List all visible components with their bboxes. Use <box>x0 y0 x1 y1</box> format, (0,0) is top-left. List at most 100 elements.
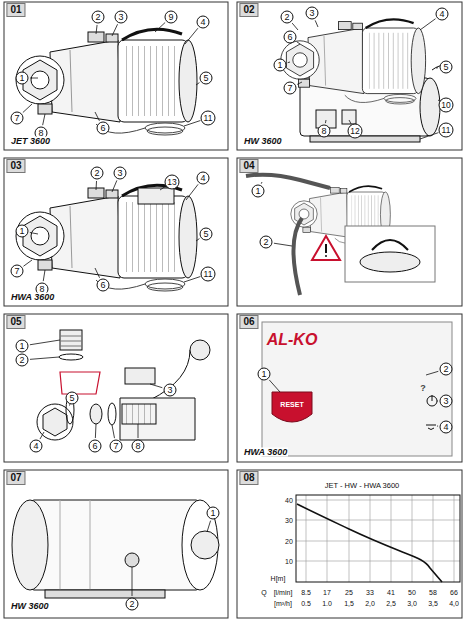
callout-number: 1 <box>207 507 220 520</box>
leader-line <box>112 24 118 36</box>
axis-tick: [l/min] <box>273 589 294 596</box>
axis-tick: 10 <box>284 558 294 565</box>
callout-number: 7 <box>284 82 297 95</box>
leader-line <box>160 186 165 190</box>
model-name: HW 3600 <box>243 137 283 146</box>
callout-number: 2 <box>281 11 294 24</box>
callout-number: 1 <box>16 340 29 353</box>
leader-line <box>292 23 298 30</box>
callout-number: 4 <box>30 440 43 453</box>
leader-line <box>269 380 280 392</box>
callout-number: 11 <box>439 123 454 138</box>
leader-line <box>297 82 302 84</box>
leader-line <box>288 62 290 64</box>
callout-number: 13 <box>165 175 180 190</box>
leader-line <box>30 78 38 79</box>
leader-line <box>315 20 318 27</box>
callout-number: 2 <box>440 363 453 376</box>
leader-line <box>196 83 199 85</box>
leader-line <box>112 425 115 438</box>
leader-line <box>184 277 200 282</box>
callout-number: 11 <box>201 111 216 126</box>
panel-number: 04 <box>239 159 258 173</box>
leader-line <box>138 424 139 438</box>
callout-number: 5 <box>200 72 213 85</box>
chart-title: JET - HW - HWA 3600 <box>324 482 401 490</box>
leader-line <box>155 22 165 32</box>
axis-tick: 33 <box>365 589 375 596</box>
callout-number: 2 <box>91 167 104 180</box>
callout-number: 7 <box>11 265 24 278</box>
brand-logo: AL-KO <box>267 332 318 348</box>
leader-line <box>436 67 438 68</box>
callout-number: 2 <box>126 598 139 611</box>
leader-line <box>184 121 200 126</box>
callout-number: 6 <box>97 122 110 135</box>
axis-tick: 40 <box>284 497 294 504</box>
axis-tick: 2,0 <box>364 600 376 607</box>
axis-tick: Q <box>260 589 267 596</box>
callout-number: 2 <box>92 11 105 24</box>
model-name: HW 3600 <box>10 602 50 611</box>
leader-line <box>420 19 436 30</box>
panel-number: 02 <box>239 3 258 17</box>
callout-number: 5 <box>66 392 79 405</box>
axis-tick: 0.5 <box>300 600 312 607</box>
panel-number: 08 <box>239 471 258 485</box>
leader-line <box>420 133 438 139</box>
leader-line <box>40 432 44 439</box>
callout-number: 7 <box>11 112 24 125</box>
leader-line <box>297 42 300 44</box>
leader-line <box>95 268 100 278</box>
leader-line <box>96 181 98 190</box>
axis-tick: 4,0 <box>448 600 460 607</box>
leader-line <box>95 112 99 121</box>
leader-line <box>426 371 438 375</box>
callout-number: 6 <box>89 440 102 453</box>
axis-tick: [m³/h] <box>273 600 293 607</box>
callout-number: 3 <box>306 7 319 20</box>
callout-number: 4 <box>436 8 449 21</box>
axis-tick: 17 <box>322 589 332 596</box>
axis-tick: 8.5 <box>300 589 312 596</box>
leader-line <box>207 521 211 532</box>
leader-line <box>23 104 32 113</box>
axis-tick: 41 <box>386 589 396 596</box>
axis-tick: 2,5 <box>385 600 397 607</box>
callout-number: 9 <box>165 11 178 24</box>
leader-line <box>185 28 198 44</box>
callout-number: 7 <box>110 440 123 453</box>
callout-number: 5 <box>440 61 453 74</box>
axis-tick: 66 <box>449 589 459 596</box>
leader-line <box>274 243 292 246</box>
model-name: HWA 3600 <box>10 293 55 302</box>
leader-line <box>43 270 45 281</box>
callout-number: 8 <box>318 125 331 138</box>
callout-number: 8 <box>132 440 145 453</box>
axis-tick: 3,0 <box>406 600 418 607</box>
panel-number: 06 <box>239 315 258 329</box>
model-name: JET 3600 <box>10 137 51 146</box>
callout-number: 1 <box>274 59 287 72</box>
panel-number: 05 <box>6 315 25 329</box>
leader-line <box>150 384 162 388</box>
axis-tick: 1.0 <box>321 600 333 607</box>
leader-line <box>30 232 38 234</box>
leader-line <box>30 357 59 359</box>
callout-number: 3 <box>115 11 128 24</box>
leader-line <box>112 180 117 192</box>
callout-number: 10 <box>439 98 454 113</box>
axis-tick: 50 <box>407 589 417 596</box>
leader-line <box>132 567 133 596</box>
leader-line <box>96 25 97 34</box>
callout-number: 2 <box>16 354 29 367</box>
leader-line <box>437 426 438 427</box>
leader-line <box>186 184 198 200</box>
panel-number: 07 <box>6 471 25 485</box>
axis-tick: H[m] <box>270 575 287 582</box>
axis-tick: 58 <box>428 589 438 596</box>
callout-number: 3 <box>164 384 177 397</box>
callout-number: 12 <box>348 124 363 139</box>
